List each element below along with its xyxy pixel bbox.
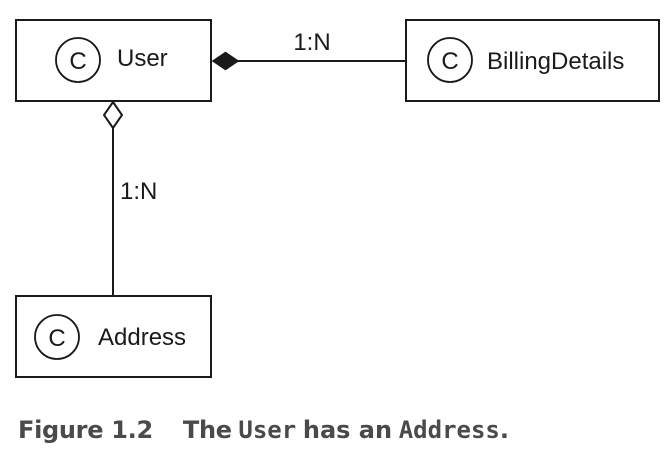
figure-caption: Figure 1.2 The User has an Address. [18,416,509,445]
class-address-box [15,295,212,378]
class-billing-details-stereotype-circle [427,37,473,83]
class-billing-details-stereotype: C [441,48,458,75]
caption-the: The [182,416,232,444]
association-user-address-multiplicity: 1:N [120,178,157,205]
class-billing-details: C BillingDetails [405,19,660,102]
class-address-stereotype: C [48,325,65,352]
class-user-box [15,19,212,102]
class-user-name: User [117,45,168,72]
class-user-stereotype-circle [55,37,101,83]
class-billing-details-name: BillingDetails [487,48,624,75]
composition-diamond-icon [211,51,240,71]
class-address: C Address [15,295,212,378]
association-user-billing-multiplicity: 1:N [293,29,330,56]
class-address-name: Address [98,324,186,351]
association-user-address: 1:N [102,100,157,296]
association-user-billing: 1:N [211,29,406,71]
uml-class-diagram: C User C BillingDetails C Address 1:N 1:… [15,19,660,378]
caption-code-user: User [238,416,297,444]
class-user-stereotype: C [69,48,86,75]
caption-figure-label: Figure 1.2 [18,416,153,444]
caption-has-an: has an [302,416,393,444]
aggregation-diamond-icon [102,100,124,130]
caption-period: . [499,416,510,444]
caption-code-address: Address [398,416,500,444]
class-user: C User [15,19,212,102]
class-address-stereotype-circle [34,314,80,360]
